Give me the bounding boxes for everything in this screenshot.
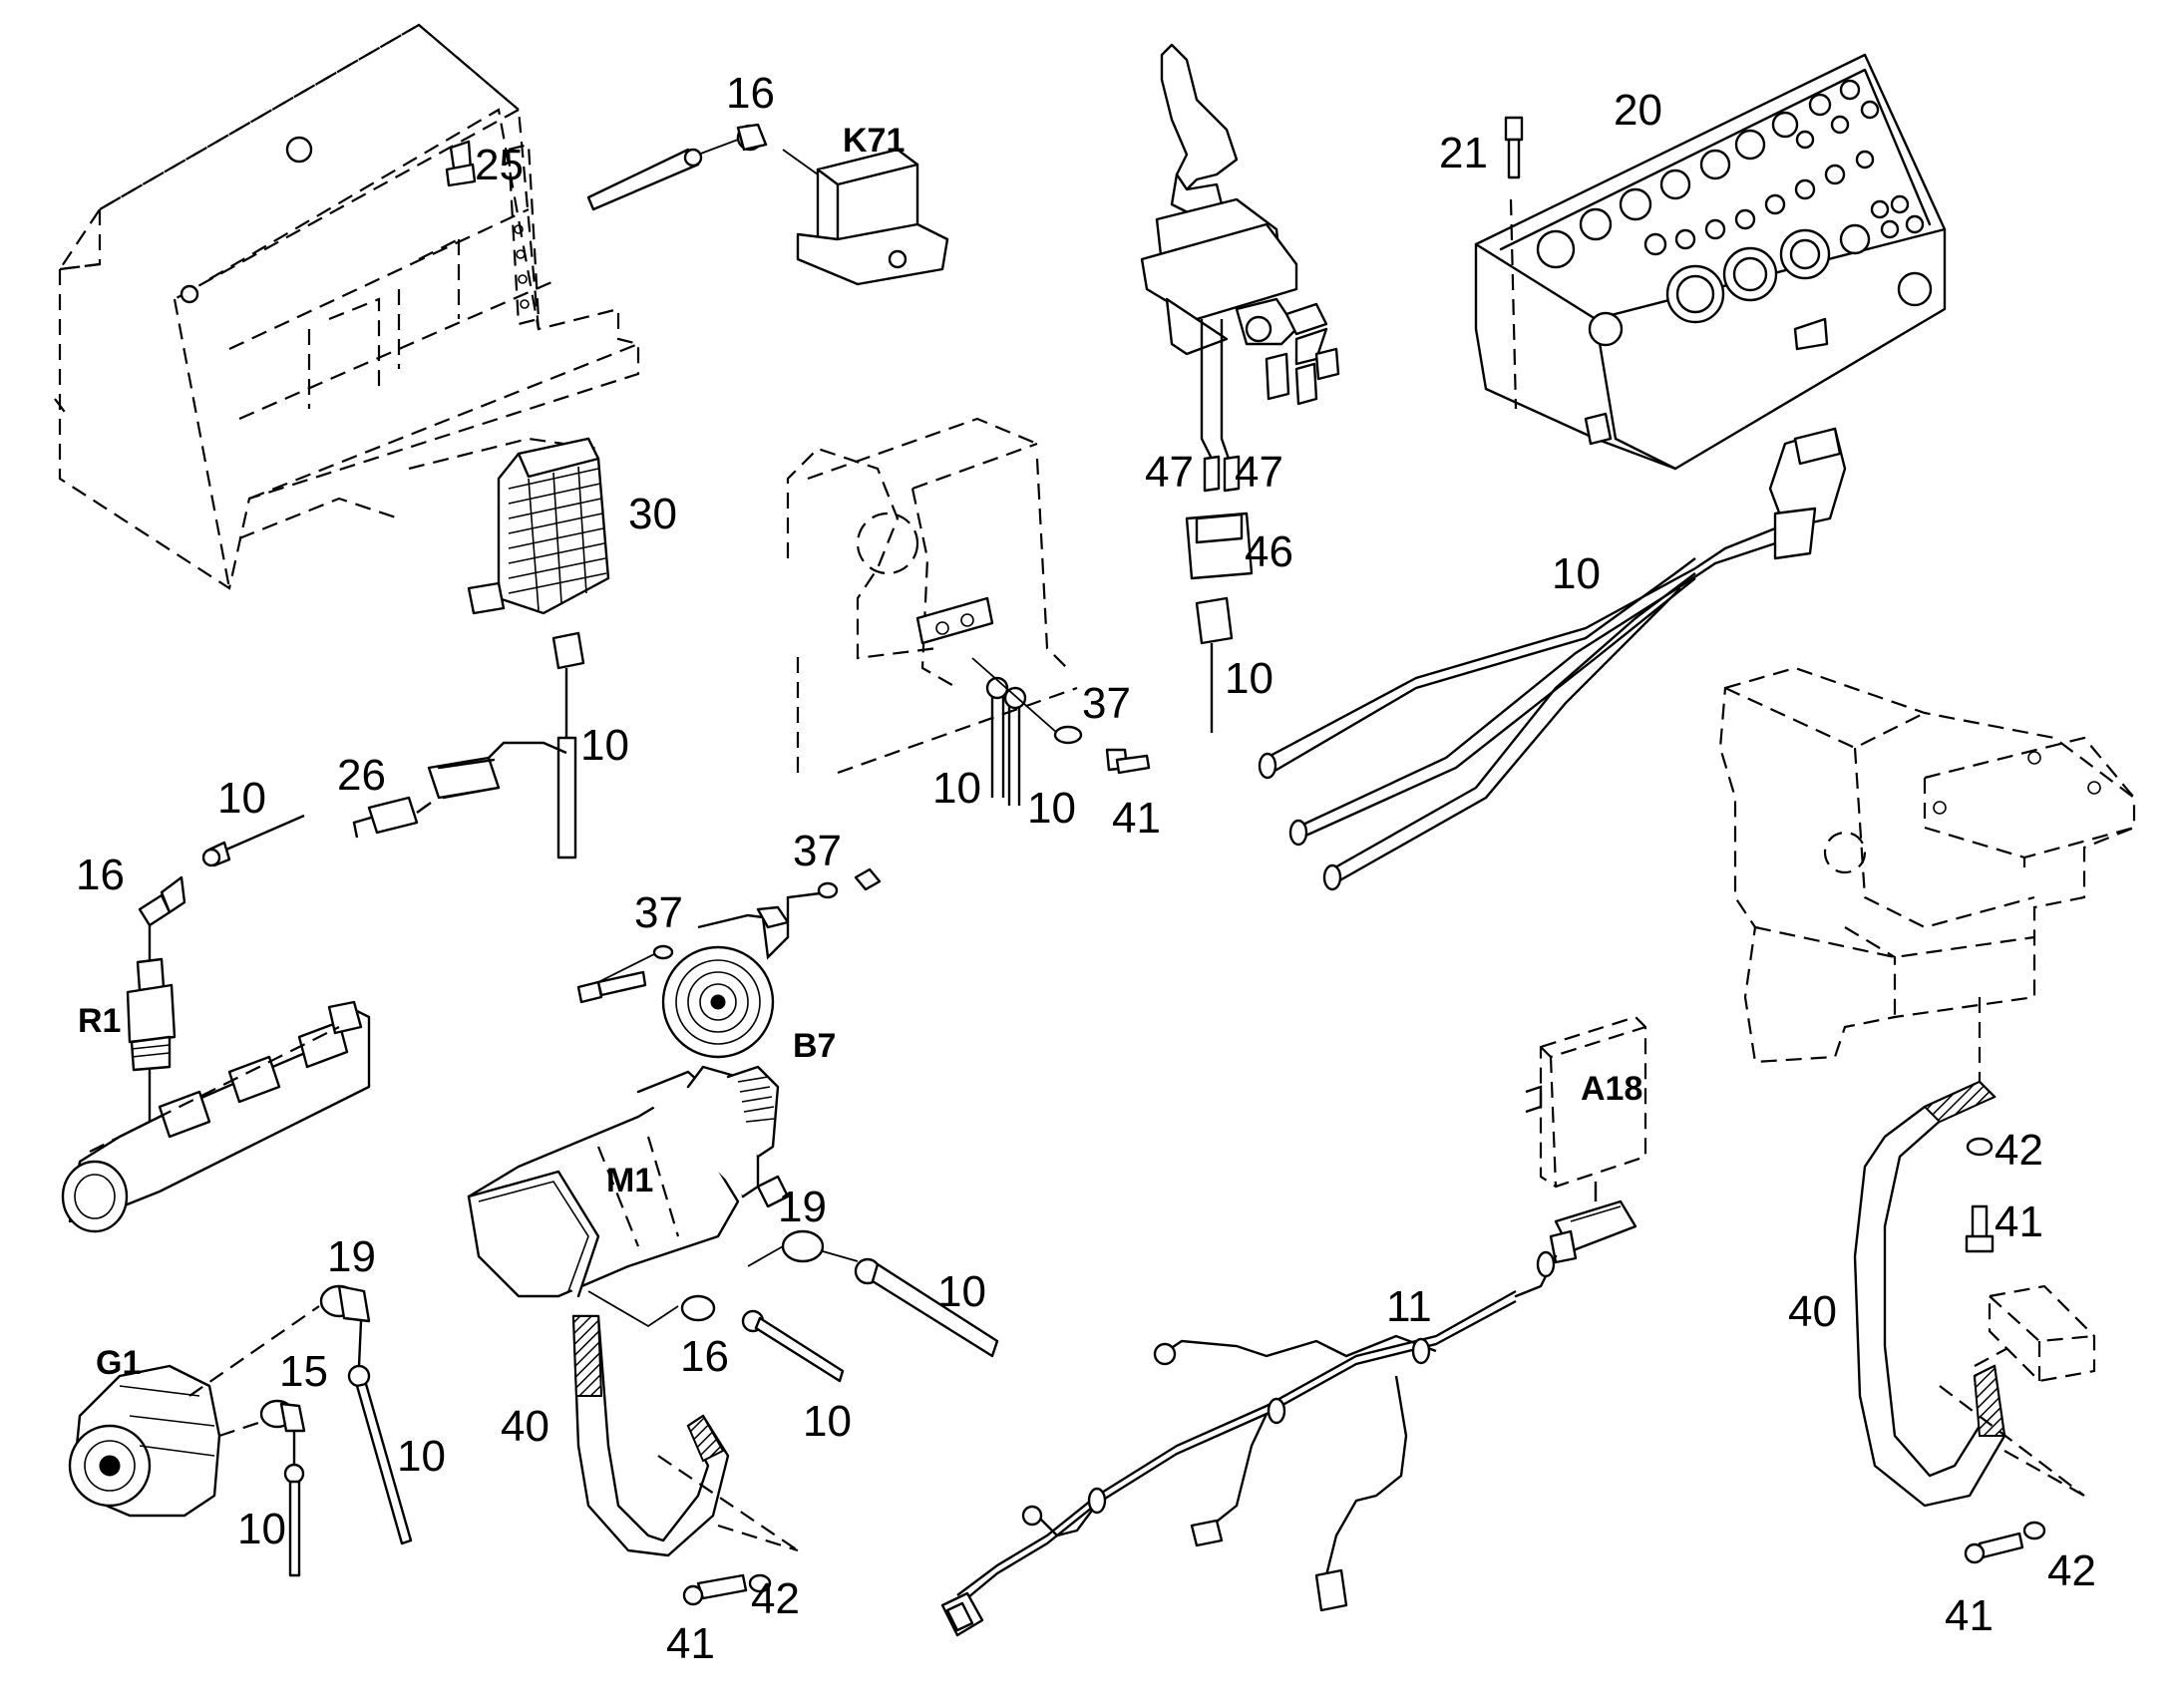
module-a18 <box>1525 1015 1647 1189</box>
callout-11: 11 <box>1386 1282 1432 1331</box>
callout-b7: B7 <box>793 1027 836 1065</box>
callout-10-m1-lower: 10 <box>803 1397 852 1446</box>
callout-25: 25 <box>475 141 524 189</box>
callout-41-right-upper: 41 <box>1995 1197 2043 1246</box>
alternator-g1 <box>68 1284 413 1577</box>
callout-40-left: 40 <box>501 1402 549 1451</box>
frame-right-dashed <box>1718 666 2136 1087</box>
callout-a18: A18 <box>1581 1070 1642 1108</box>
part-21-screw <box>1504 116 1524 179</box>
callout-m1: M1 <box>606 1162 653 1199</box>
callout-10-bracket-left: 10 <box>932 764 981 813</box>
callout-30: 30 <box>628 490 677 538</box>
sensor-b7-assembly <box>576 867 882 1059</box>
callout-47-right: 47 <box>1235 448 1283 497</box>
callout-r1: R1 <box>78 1002 121 1040</box>
callout-47-left: 47 <box>1145 448 1194 497</box>
callout-41-bracket: 41 <box>1112 794 1161 843</box>
callout-26: 26 <box>337 751 386 800</box>
callout-10-joystick: 10 <box>1225 654 1273 703</box>
callout-41-right-lower: 41 <box>1945 1591 1994 1640</box>
part-25-bracket <box>445 140 477 187</box>
callout-16-sensor: 16 <box>76 851 125 899</box>
joystick-assembly <box>1140 43 1340 733</box>
part-30-control-unit <box>467 437 610 859</box>
exhaust-manifold <box>61 1000 371 1233</box>
callout-41-left: 41 <box>666 1619 715 1668</box>
callout-10-m1-right: 10 <box>937 1267 986 1316</box>
callout-15: 15 <box>279 1347 328 1396</box>
mount-bracket-dashed <box>786 417 1151 806</box>
mounting-strap-40-right <box>1853 1080 2096 1564</box>
callout-g1: G1 <box>96 1344 141 1382</box>
cab-frame-dashed <box>54 23 640 590</box>
callout-42-left: 42 <box>751 1574 800 1623</box>
callout-20: 20 <box>1614 86 1662 135</box>
panel-harness <box>1258 427 1847 891</box>
callout-19-g1: 19 <box>327 1232 376 1281</box>
callout-37-b7-top: 37 <box>793 827 842 875</box>
callout-10-g1-right: 10 <box>397 1432 446 1481</box>
relay-k71 <box>586 123 949 286</box>
mounting-strap-40 <box>571 1314 799 1606</box>
callout-46: 46 <box>1245 527 1293 576</box>
callout-42-right-upper: 42 <box>1995 1126 2043 1175</box>
callout-10-panel-harness: 10 <box>1552 549 1601 598</box>
callout-16: 16 <box>726 69 775 118</box>
callout-10-control-unit: 10 <box>580 721 629 770</box>
callout-19-m1: 19 <box>778 1183 827 1231</box>
dashboard-panel <box>1474 53 1947 471</box>
callout-37-bracket: 37 <box>1082 679 1131 728</box>
callout-37-b7-left: 37 <box>634 888 683 937</box>
callout-labels: 16 25 30 K71 47 47 46 10 21 20 10 10 26 … <box>76 69 2096 1668</box>
callout-10-bracket-right: 10 <box>1027 784 1076 833</box>
part-26-connector <box>352 756 501 839</box>
callout-k71: K71 <box>843 122 905 160</box>
callout-10-switch: 10 <box>217 774 266 823</box>
starter-motor-m1 <box>467 1065 999 1383</box>
callout-40-right: 40 <box>1788 1287 1837 1336</box>
harness-11 <box>940 1182 1637 1637</box>
callout-10-g1-left: 10 <box>237 1505 286 1553</box>
callout-16-m1: 16 <box>680 1332 729 1381</box>
sensor-r1-assembly <box>126 814 305 1122</box>
callout-21: 21 <box>1439 129 1488 177</box>
callout-42-right-lower: 42 <box>2047 1546 2096 1595</box>
